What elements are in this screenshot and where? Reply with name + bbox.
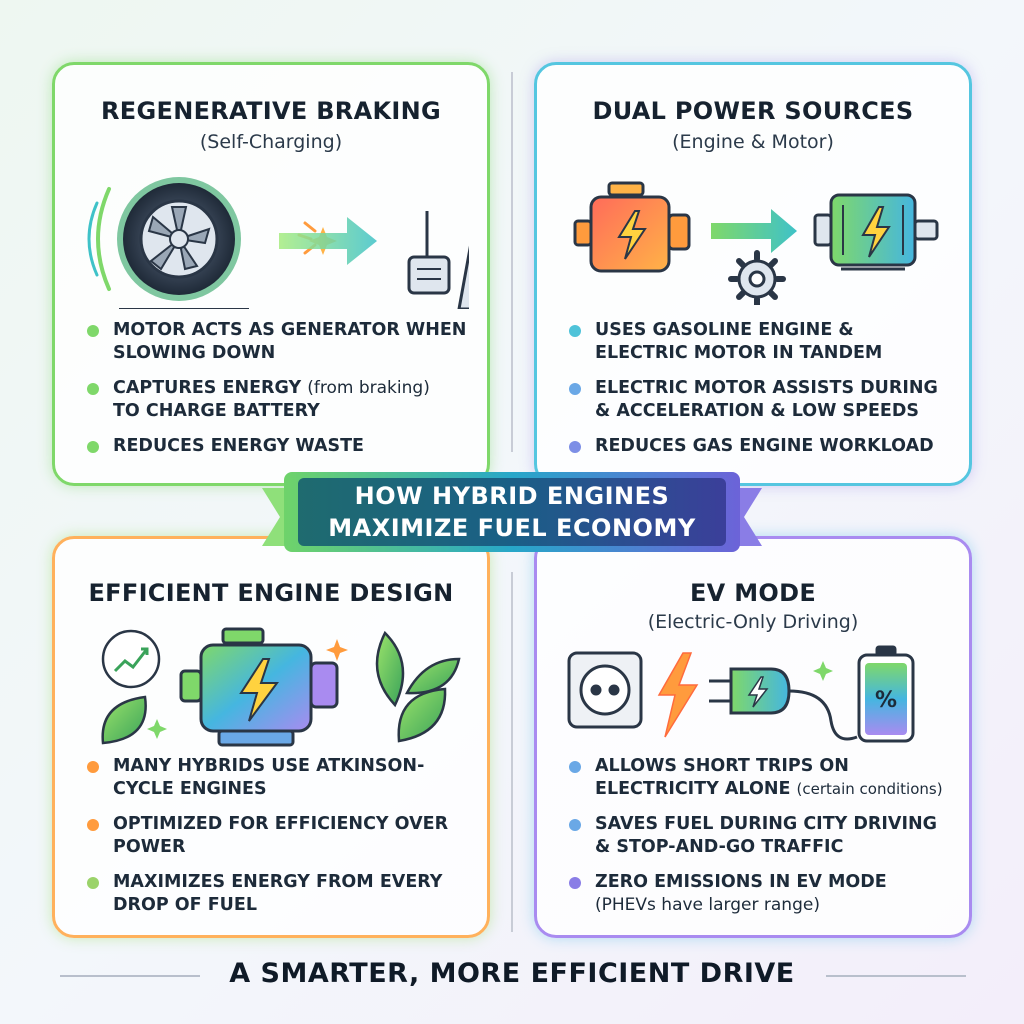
- list-item: OPTIMIZED FOR EFFICIENCY OVER POWER: [87, 813, 469, 859]
- gear-icon: [728, 250, 786, 305]
- list-item: ELECTRIC MOTOR ASSISTS DURING & ACCELERA…: [569, 377, 951, 423]
- engine-icon: [573, 181, 691, 273]
- ev-mode-illustration: %: [567, 645, 915, 743]
- panel-regenerative-braking: REGENERATIVE BRAKING (Self-Charging): [52, 62, 490, 486]
- panel-subtitle: (Self-Charging): [199, 131, 343, 153]
- banner-line-1: HOW HYBRID ENGINES: [354, 482, 670, 510]
- panel-subtitle: (Electric-Only Driving): [647, 611, 859, 633]
- vertical-divider-top: [511, 72, 513, 452]
- panel-subtitle: (Engine & Motor): [672, 131, 834, 153]
- engine-icon: [179, 627, 339, 747]
- list-item: MANY HYBRIDS USE ATKINSON-CYCLE ENGINES: [87, 755, 469, 801]
- leaf-icon: [404, 657, 461, 695]
- arrow-right-icon: [279, 217, 377, 265]
- list-item: USES GASOLINE ENGINE & ELECTRIC MOTOR IN…: [569, 319, 951, 365]
- pedals-icon: [407, 211, 469, 309]
- power-outlet-icon: [567, 651, 643, 729]
- banner-line-2: MAXIMIZE FUEL ECONOMY: [328, 514, 696, 542]
- list-item: REDUCES ENERGY WASTE: [87, 435, 469, 458]
- efficient-bullet-list: MANY HYBRIDS USE ATKINSON-CYCLE ENGINES …: [87, 755, 469, 929]
- panel-title: EV MODE: [689, 579, 817, 607]
- battery-percent-label: %: [875, 688, 897, 713]
- plug-icon: [709, 667, 858, 741]
- panel-title: EFFICIENT ENGINE DESIGN: [88, 579, 454, 607]
- growth-chart-icon: [101, 629, 161, 689]
- list-item: REDUCES GAS ENGINE WORKLOAD: [569, 435, 951, 458]
- tire-icon: [117, 177, 241, 301]
- list-item: MOTOR ACTS AS GENERATOR WHEN SLOWING DOW…: [87, 319, 469, 365]
- ev-bullet-list: ALLOWS SHORT TRIPS ON ELECTRICITY ALONE …: [569, 755, 951, 929]
- dual-power-illustration: [573, 181, 939, 305]
- leaf-icon: [375, 630, 405, 708]
- battery-icon: [857, 645, 915, 743]
- banner-title: HOW HYBRID ENGINES MAXIMIZE FUEL ECONOMY: [262, 480, 762, 544]
- leaf-icon: [397, 687, 447, 743]
- ribbon-shape: [262, 472, 762, 552]
- list-item: ALLOWS SHORT TRIPS ON ELECTRICITY ALONE …: [569, 755, 951, 801]
- panel-title: DUAL POWER SOURCES: [592, 97, 914, 125]
- footer-tagline: A SMARTER, MORE EFFICIENT DRIVE: [229, 958, 795, 989]
- arrow-right-icon: [711, 209, 797, 253]
- leaf-icon: [101, 695, 147, 745]
- lightning-bolt-icon: [657, 652, 699, 738]
- regen-braking-illustration: [87, 177, 469, 309]
- panel-ev-mode: EV MODE (Electric-Only Driving): [534, 536, 972, 938]
- regen-bullet-list: MOTOR ACTS AS GENERATOR WHEN SLOWING DOW…: [87, 319, 469, 470]
- footer-line-left: [60, 975, 200, 977]
- efficient-engine-illustration: [101, 627, 461, 747]
- list-item: CAPTURES ENERGY (from braking)TO CHARGE …: [87, 377, 469, 423]
- vertical-divider-bottom: [511, 572, 513, 932]
- title-banner: HOW HYBRID ENGINES MAXIMIZE FUEL ECONOMY: [262, 466, 762, 558]
- list-item: MAXIMIZES ENERGY FROM EVERY DROP OF FUEL: [87, 871, 469, 917]
- electric-motor-icon: [813, 193, 939, 271]
- panel-title: REGENERATIVE BRAKING: [101, 97, 441, 125]
- list-item: ZERO EMISSIONS IN EV MODE(PHEVs have lar…: [569, 871, 951, 917]
- panel-dual-power-sources: DUAL POWER SOURCES (Engine & Motor): [534, 62, 972, 486]
- list-item: SAVES FUEL DURING CITY DRIVING & STOP-AN…: [569, 813, 951, 859]
- panel-efficient-engine-design: EFFICIENT ENGINE DESIGN: [52, 536, 490, 938]
- dual-bullet-list: USES GASOLINE ENGINE & ELECTRIC MOTOR IN…: [569, 319, 951, 470]
- footer-line-right: [826, 975, 966, 977]
